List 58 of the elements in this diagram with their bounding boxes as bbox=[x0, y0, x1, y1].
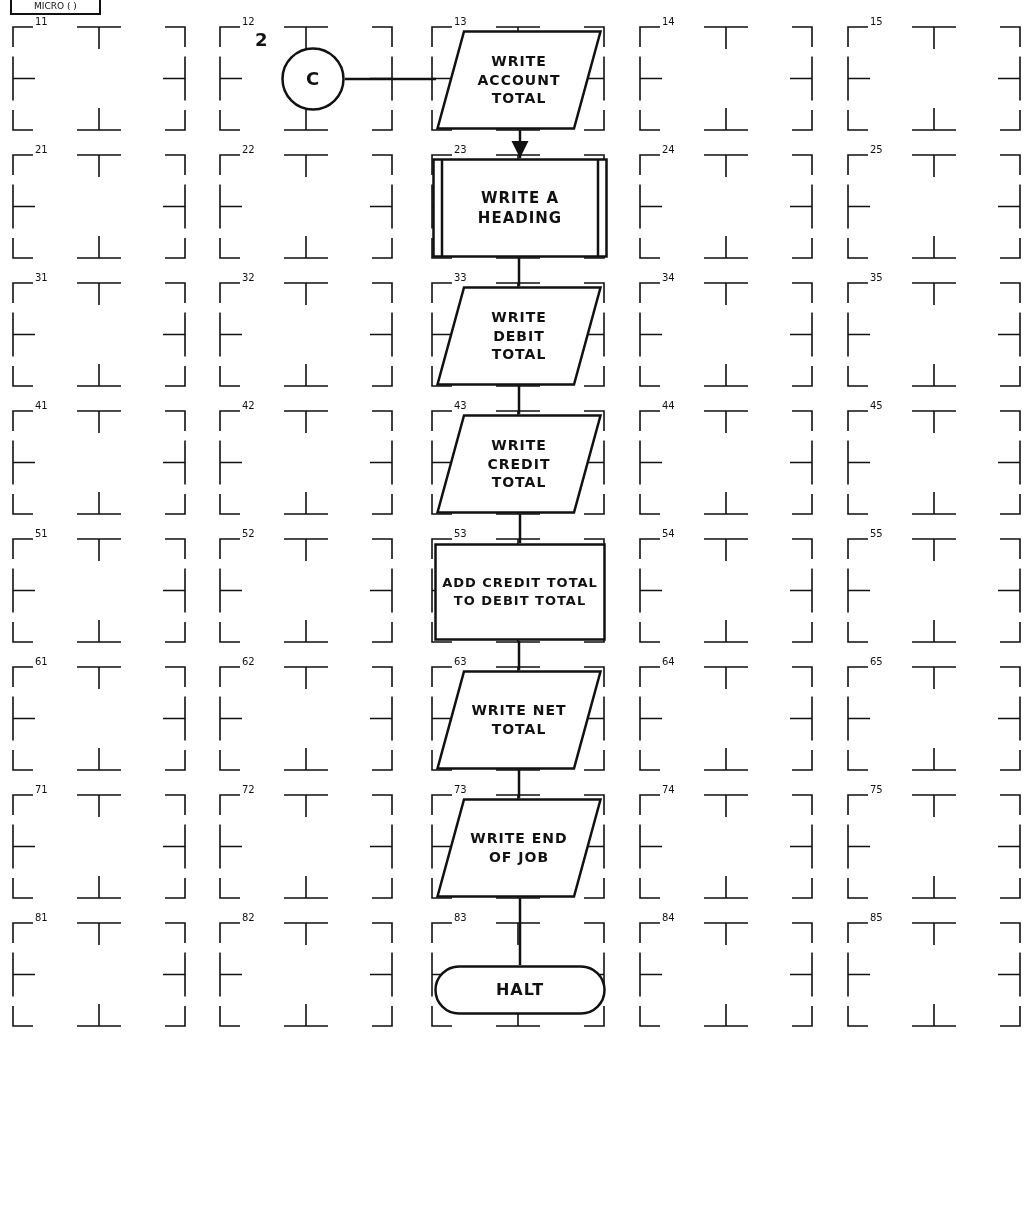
node-label: WRITE ACCOUNT TOTAL bbox=[476, 51, 562, 109]
cell-number: 82 bbox=[242, 913, 255, 923]
cell-number: 81 bbox=[35, 913, 48, 923]
cell-number: 84 bbox=[662, 913, 675, 923]
cell-number: 41 bbox=[35, 401, 48, 411]
cell-number: 25 bbox=[870, 145, 883, 155]
node-label: C bbox=[305, 66, 321, 91]
cell-number: 85 bbox=[870, 913, 883, 923]
connector-line bbox=[517, 641, 521, 670]
cell-number: 53 bbox=[454, 529, 467, 539]
cell-number: 54 bbox=[662, 529, 675, 539]
cell-number: 65 bbox=[870, 657, 883, 667]
cell-number: 14 bbox=[662, 17, 675, 27]
cell-number: 64 bbox=[662, 657, 675, 667]
cell-number: 11 bbox=[35, 17, 48, 27]
cell-number: 21 bbox=[35, 145, 48, 155]
cell-number: 74 bbox=[662, 785, 675, 795]
cell-number: 62 bbox=[242, 657, 255, 667]
cell-number: 22 bbox=[242, 145, 255, 155]
connector-line bbox=[517, 770, 521, 798]
connector-line bbox=[345, 77, 436, 81]
cell-number: 83 bbox=[454, 913, 467, 923]
cell-number: 12 bbox=[242, 17, 255, 27]
connector-line bbox=[518, 898, 522, 965]
node-label: WRITE A HEADING bbox=[476, 187, 564, 229]
node-label: WRITE DEBIT TOTAL bbox=[490, 307, 548, 365]
cell-number: 45 bbox=[870, 401, 883, 411]
cell-number: 15 bbox=[870, 17, 883, 27]
cell-number: 43 bbox=[454, 401, 467, 411]
cell-number: 72 bbox=[242, 785, 255, 795]
connector-line bbox=[518, 514, 522, 543]
cell-number: 32 bbox=[242, 273, 255, 283]
cell-number: 31 bbox=[35, 273, 48, 283]
cell-number: 71 bbox=[35, 785, 48, 795]
node-label: HALT bbox=[495, 979, 545, 1001]
cell-number: 42 bbox=[242, 401, 255, 411]
connector-line bbox=[517, 258, 521, 286]
node-label: WRITE END OF JOB bbox=[469, 829, 569, 867]
cell-number: 75 bbox=[870, 785, 883, 795]
cell-number: 23 bbox=[454, 145, 467, 155]
tag-label: MICRO ( ) bbox=[10, 0, 101, 15]
node-label: WRITE CREDIT TOTAL bbox=[486, 435, 552, 493]
cell-number: 55 bbox=[870, 529, 883, 539]
connector-line bbox=[517, 386, 521, 414]
node-label: ADD CREDIT TOTAL TO DEBIT TOTAL bbox=[441, 574, 599, 610]
cell-number: 34 bbox=[662, 273, 675, 283]
cell-number: 73 bbox=[454, 785, 467, 795]
connector-line bbox=[511, 130, 529, 158]
cell-number: 24 bbox=[662, 145, 675, 155]
cell-number: 51 bbox=[35, 529, 48, 539]
cell-number: 52 bbox=[242, 529, 255, 539]
cell-number: 33 bbox=[454, 273, 467, 283]
cell-number: 63 bbox=[454, 657, 467, 667]
cell-number: 61 bbox=[35, 657, 48, 667]
cell-number: 35 bbox=[870, 273, 883, 283]
cell-number: 44 bbox=[662, 401, 675, 411]
connector-number: 2 bbox=[255, 29, 268, 50]
node-label: WRITE NET TOTAL bbox=[470, 701, 568, 739]
